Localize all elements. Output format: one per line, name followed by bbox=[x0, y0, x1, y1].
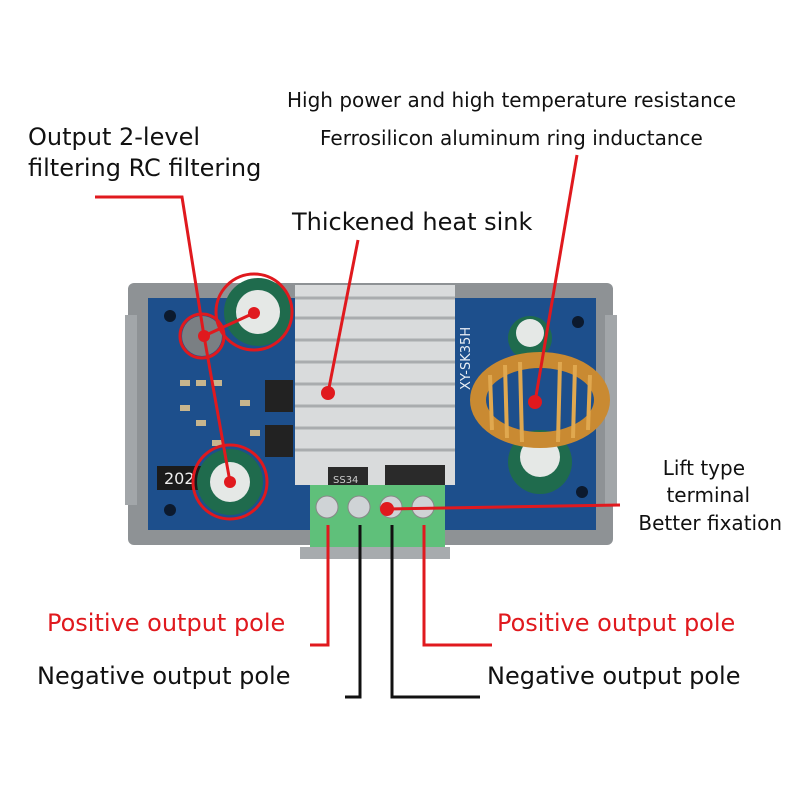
label-terminal-line1: Lift type bbox=[662, 456, 745, 480]
heat-sink-callout-line bbox=[326, 239, 360, 394]
model-marking: XY-SK35H bbox=[459, 327, 474, 390]
label-terminal-line2: terminal bbox=[666, 483, 750, 507]
inductor-callout-line bbox=[533, 154, 579, 403]
negative-right-line bbox=[390, 525, 480, 699]
filter-callout-line bbox=[95, 195, 232, 483]
label-positive-right: Positive output pole bbox=[497, 609, 736, 637]
negative-left-line bbox=[345, 525, 362, 699]
callout-ring bbox=[191, 443, 269, 521]
label-heat-sink: Thickened heat sink bbox=[292, 208, 533, 236]
terminal-callout-line bbox=[386, 503, 621, 511]
positive-right-line bbox=[422, 525, 492, 647]
chip-marking: 202 bbox=[164, 469, 195, 488]
label-negative-right: Negative output pole bbox=[487, 662, 741, 690]
label-ferrosilicon: Ferrosilicon aluminum ring inductance bbox=[320, 126, 703, 150]
label-terminal-line3: Better fixation bbox=[638, 511, 782, 535]
ring-inductor bbox=[470, 352, 610, 448]
label-filter-line1: Output 2-level bbox=[28, 123, 200, 151]
positive-left-line bbox=[310, 525, 330, 647]
diode-marking: SS34 bbox=[333, 475, 358, 486]
label-negative-left: Negative output pole bbox=[37, 662, 291, 690]
label-high-power: High power and high temperature resistan… bbox=[287, 88, 737, 112]
callout-ring bbox=[214, 272, 294, 352]
label-positive-left: Positive output pole bbox=[47, 609, 286, 637]
label-filter-line2: filtering RC filtering bbox=[28, 154, 262, 182]
capacitor bbox=[508, 316, 552, 360]
